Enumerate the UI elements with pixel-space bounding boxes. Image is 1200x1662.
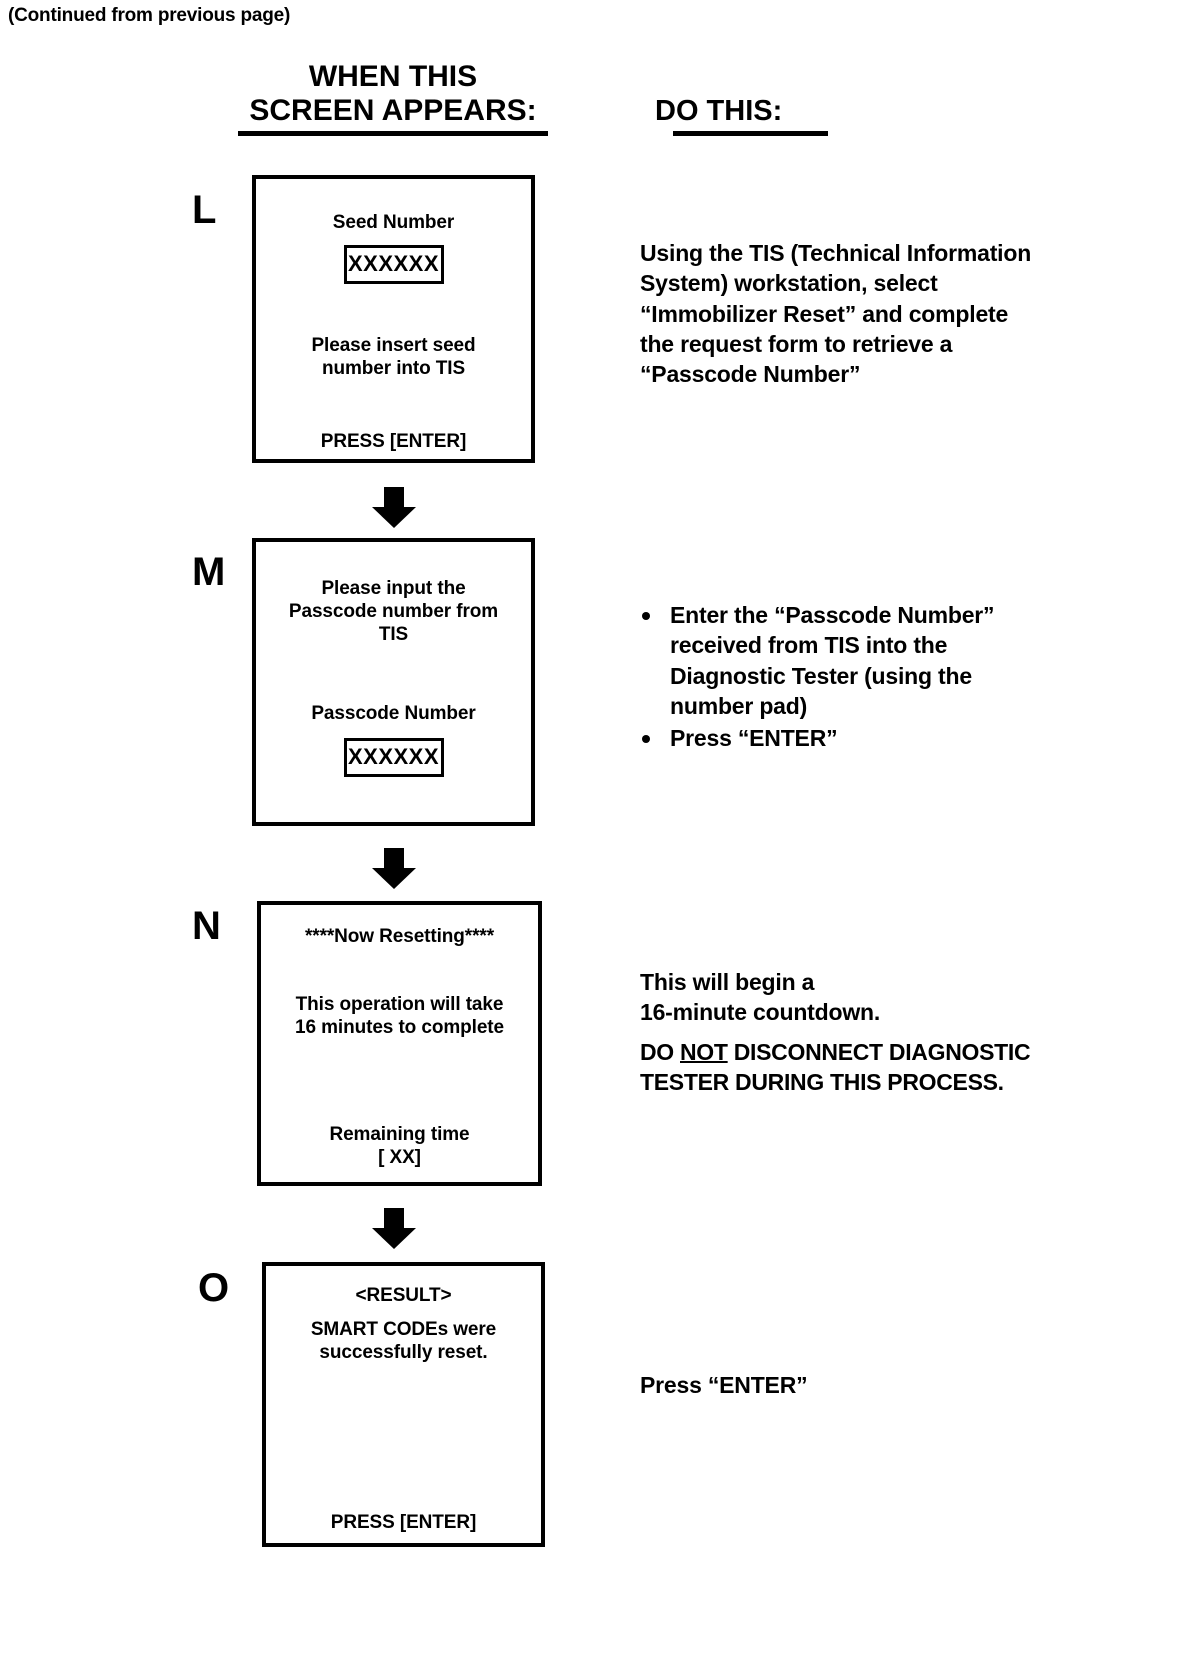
- screen-o-message-line2: successfully reset.: [319, 1342, 488, 1363]
- screen-m-message-line2: Passcode number from: [288, 601, 499, 622]
- instruction-m-bullet-1-line2: received from TIS into the: [670, 632, 948, 659]
- column-header-screen-line1: WHEN THIS: [308, 60, 478, 93]
- bullet-dot-icon: [642, 735, 650, 744]
- instruction-o: Press “ENTER”: [640, 1370, 1040, 1400]
- screen-box-m: Please input the Passcode number from TI…: [252, 538, 535, 826]
- instruction-l-line5: “Passcode Number”: [640, 361, 861, 388]
- instruction-n-line2: 16-minute countdown.: [640, 999, 881, 1026]
- column-header-screen: WHEN THIS SCREEN APPEARS:: [218, 60, 568, 137]
- instruction-o-line1: Press “ENTER”: [640, 1372, 808, 1398]
- instruction-n-warning: DO NOT DISCONNECT DIAGNOSTIC TESTER DURI…: [640, 1038, 1140, 1098]
- instruction-m-bullet-1: Enter the “Passcode Number” received fro…: [636, 600, 1116, 721]
- screen-n-message-line2: 16 minutes to complete: [295, 1017, 504, 1038]
- down-arrow-icon-l-to-m: [372, 487, 416, 528]
- step-letter-l: L: [192, 188, 217, 232]
- screen-o-title: <RESULT>: [355, 1285, 452, 1306]
- screen-m-message-line3: TIS: [378, 624, 409, 645]
- screen-box-o: <RESULT> SMART CODEs were successfully r…: [262, 1262, 545, 1547]
- screen-l-message-line1: Please insert seed: [311, 335, 476, 356]
- column-header-action: DO THIS:: [655, 95, 845, 137]
- instruction-l-line2: System) workstation, select: [640, 270, 938, 297]
- instruction-l: Using the TIS (Technical Information Sys…: [640, 238, 1110, 390]
- instruction-m-bullet-list: Enter the “Passcode Number” received fro…: [636, 600, 1116, 754]
- screen-m-passcode-field: XXXXXX: [343, 738, 444, 777]
- screen-m-title: Passcode Number: [311, 703, 476, 724]
- bullet-dot-icon: [642, 612, 650, 620]
- down-arrow-icon-m-to-n: [372, 848, 416, 889]
- step-letter-m: M: [192, 550, 226, 594]
- instruction-l-line4: the request form to retrieve a: [640, 331, 953, 358]
- instruction-m-bullet-1-line1: Enter the “Passcode Number”: [670, 602, 995, 628]
- column-header-screen-underline: [238, 131, 548, 137]
- warning-prefix: DO: [640, 1038, 680, 1065]
- instruction-l-line3: “Immobilizer Reset” and complete: [640, 300, 1009, 327]
- instruction-n: This will begin a 16-minute countdown. D…: [640, 967, 1140, 1098]
- screen-l-title: Seed Number: [332, 212, 455, 233]
- step-letter-o: O: [198, 1266, 230, 1310]
- screen-o-message-line1: SMART CODEs were: [310, 1319, 497, 1340]
- screen-box-n: ****Now Resetting**** This operation wil…: [257, 901, 542, 1186]
- column-header-screen-line2: SCREEN APPEARS:: [249, 94, 537, 128]
- screen-m-message-line1: Please input the: [321, 578, 466, 599]
- screen-n-title: ****Now Resetting****: [304, 926, 494, 947]
- instruction-n-line1: This will begin a: [640, 969, 815, 995]
- warning-suffix: DISCONNECT DIAGNOSTIC: [727, 1038, 1031, 1065]
- instruction-m-bullet-1-line3: Diagnostic Tester (using the: [670, 662, 972, 689]
- screen-o-footer: PRESS [ENTER]: [330, 1512, 477, 1533]
- screen-l-footer: PRESS [ENTER]: [320, 431, 467, 452]
- instruction-m-bullet-2-line1: Press “ENTER”: [670, 725, 838, 752]
- column-header-action-underline: [673, 131, 828, 137]
- instruction-m-bullet-2: Press “ENTER”: [636, 723, 1116, 753]
- instruction-l-line1: Using the TIS (Technical Information: [640, 240, 1032, 266]
- instruction-n-warning-line1: DO NOT DISCONNECT DIAGNOSTIC: [640, 1038, 1140, 1068]
- screen-box-l: Seed Number XXXXXX Please insert seed nu…: [252, 175, 535, 463]
- instruction-m-bullet-1-line4: number pad): [670, 693, 808, 720]
- screen-l-message-line2: number into TIS: [321, 358, 466, 379]
- screen-n-footer-line2: [ XX]: [378, 1147, 421, 1168]
- screen-n-footer-line1: Remaining time: [329, 1124, 470, 1145]
- continued-from-previous-page-note: (Continued from previous page): [8, 5, 291, 26]
- instruction-m: Enter the “Passcode Number” received fro…: [636, 600, 1116, 756]
- warning-emphasis-not: NOT: [680, 1038, 728, 1065]
- down-arrow-icon-n-to-o: [372, 1208, 416, 1249]
- step-letter-n: N: [192, 904, 221, 948]
- screen-l-seed-field: XXXXXX: [343, 245, 444, 284]
- instruction-n-warning-line2: TESTER DURING THIS PROCESS.: [640, 1068, 1004, 1095]
- column-header-action-label: DO THIS:: [655, 95, 783, 127]
- screen-n-message-line1: This operation will take: [295, 994, 504, 1015]
